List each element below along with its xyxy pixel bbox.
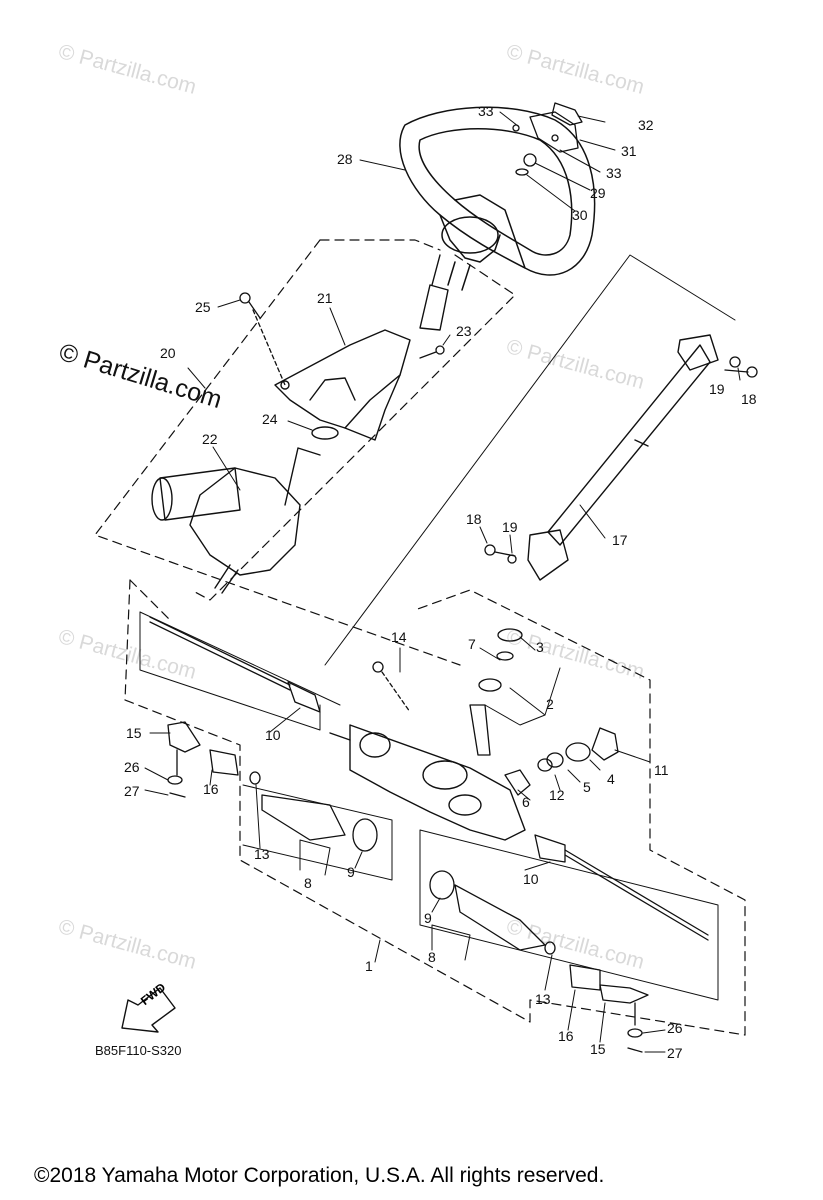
callout-10: 10 bbox=[523, 871, 539, 887]
boot-right bbox=[429, 870, 556, 955]
callout-1: 1 bbox=[365, 958, 373, 974]
callout-7: 7 bbox=[468, 636, 476, 652]
callout-22: 22 bbox=[202, 431, 218, 447]
callout-27: 27 bbox=[124, 783, 140, 799]
boot-left bbox=[249, 771, 378, 852]
callout-26: 26 bbox=[667, 1020, 683, 1036]
callout-2: 2 bbox=[546, 696, 554, 712]
callout-30: 30 bbox=[572, 207, 588, 223]
callout-9: 9 bbox=[347, 864, 355, 880]
copyright-notice: ©2018 Yamaha Motor Corporation, U.S.A. A… bbox=[34, 1164, 605, 1187]
callout-16: 16 bbox=[558, 1028, 574, 1044]
callout-8: 8 bbox=[428, 949, 436, 965]
callout-19: 19 bbox=[502, 519, 518, 535]
eps-unit bbox=[151, 447, 321, 594]
pinion-parts bbox=[469, 628, 619, 796]
callout-18: 18 bbox=[741, 391, 757, 407]
callout-33: 33 bbox=[478, 103, 494, 119]
leader-lines bbox=[144, 111, 741, 1053]
callout-13: 13 bbox=[254, 846, 270, 862]
fwd-arrow-icon bbox=[121, 987, 176, 1033]
rack-housing bbox=[329, 724, 526, 841]
callout-28: 28 bbox=[337, 151, 353, 167]
diagram-code: B85F110-S320 bbox=[95, 1043, 182, 1058]
callout-33: 33 bbox=[606, 165, 622, 181]
callout-24: 24 bbox=[262, 411, 278, 427]
callout-3: 3 bbox=[536, 639, 544, 655]
housing-bolt bbox=[372, 661, 411, 713]
callout-21: 21 bbox=[317, 290, 333, 306]
callout-13: 13 bbox=[535, 991, 551, 1007]
column-seal bbox=[311, 426, 339, 440]
callout-27: 27 bbox=[667, 1045, 683, 1061]
callout-9: 9 bbox=[424, 910, 432, 926]
callout-8: 8 bbox=[304, 875, 312, 891]
callout-31: 31 bbox=[621, 143, 637, 159]
intermediate-shaft bbox=[527, 334, 719, 581]
rack-assembly-boundary bbox=[124, 579, 746, 1036]
tie-rod-end-right bbox=[569, 964, 649, 1053]
steering-column bbox=[274, 254, 449, 441]
callout-11: 11 bbox=[654, 762, 669, 778]
callout-32: 32 bbox=[638, 117, 654, 133]
shaft-bolts bbox=[484, 356, 758, 564]
callout-18: 18 bbox=[466, 511, 482, 527]
rod-box-left bbox=[139, 611, 341, 731]
column-assembly-boundary bbox=[94, 239, 516, 666]
callout-29: 29 bbox=[590, 185, 606, 201]
column-bolts bbox=[239, 292, 445, 386]
rod-box-right bbox=[419, 829, 719, 1001]
callout-15: 15 bbox=[126, 725, 142, 741]
callout-6: 6 bbox=[522, 794, 530, 810]
callout-17: 17 bbox=[612, 532, 628, 548]
inner-tie-rod-left bbox=[149, 616, 321, 713]
callout-10: 10 bbox=[265, 727, 281, 743]
callout-26: 26 bbox=[124, 759, 140, 775]
tie-rod-end-left bbox=[167, 721, 239, 798]
callout-25: 25 bbox=[195, 299, 211, 315]
inner-tie-rod-right bbox=[534, 834, 709, 941]
callout-4: 4 bbox=[607, 771, 615, 787]
callout-19: 19 bbox=[709, 381, 725, 397]
horn-cover-parts bbox=[512, 102, 583, 176]
callout-20: 20 bbox=[160, 345, 176, 361]
steering-wheel bbox=[399, 106, 596, 291]
callout-15: 15 bbox=[590, 1041, 606, 1057]
callout-16: 16 bbox=[203, 781, 219, 797]
callout-23: 23 bbox=[456, 323, 472, 339]
callout-12: 12 bbox=[549, 787, 565, 803]
boot-box-left bbox=[242, 784, 393, 881]
column-upper-line bbox=[324, 254, 736, 666]
callout-14: 14 bbox=[391, 629, 407, 645]
callout-5: 5 bbox=[583, 779, 591, 795]
